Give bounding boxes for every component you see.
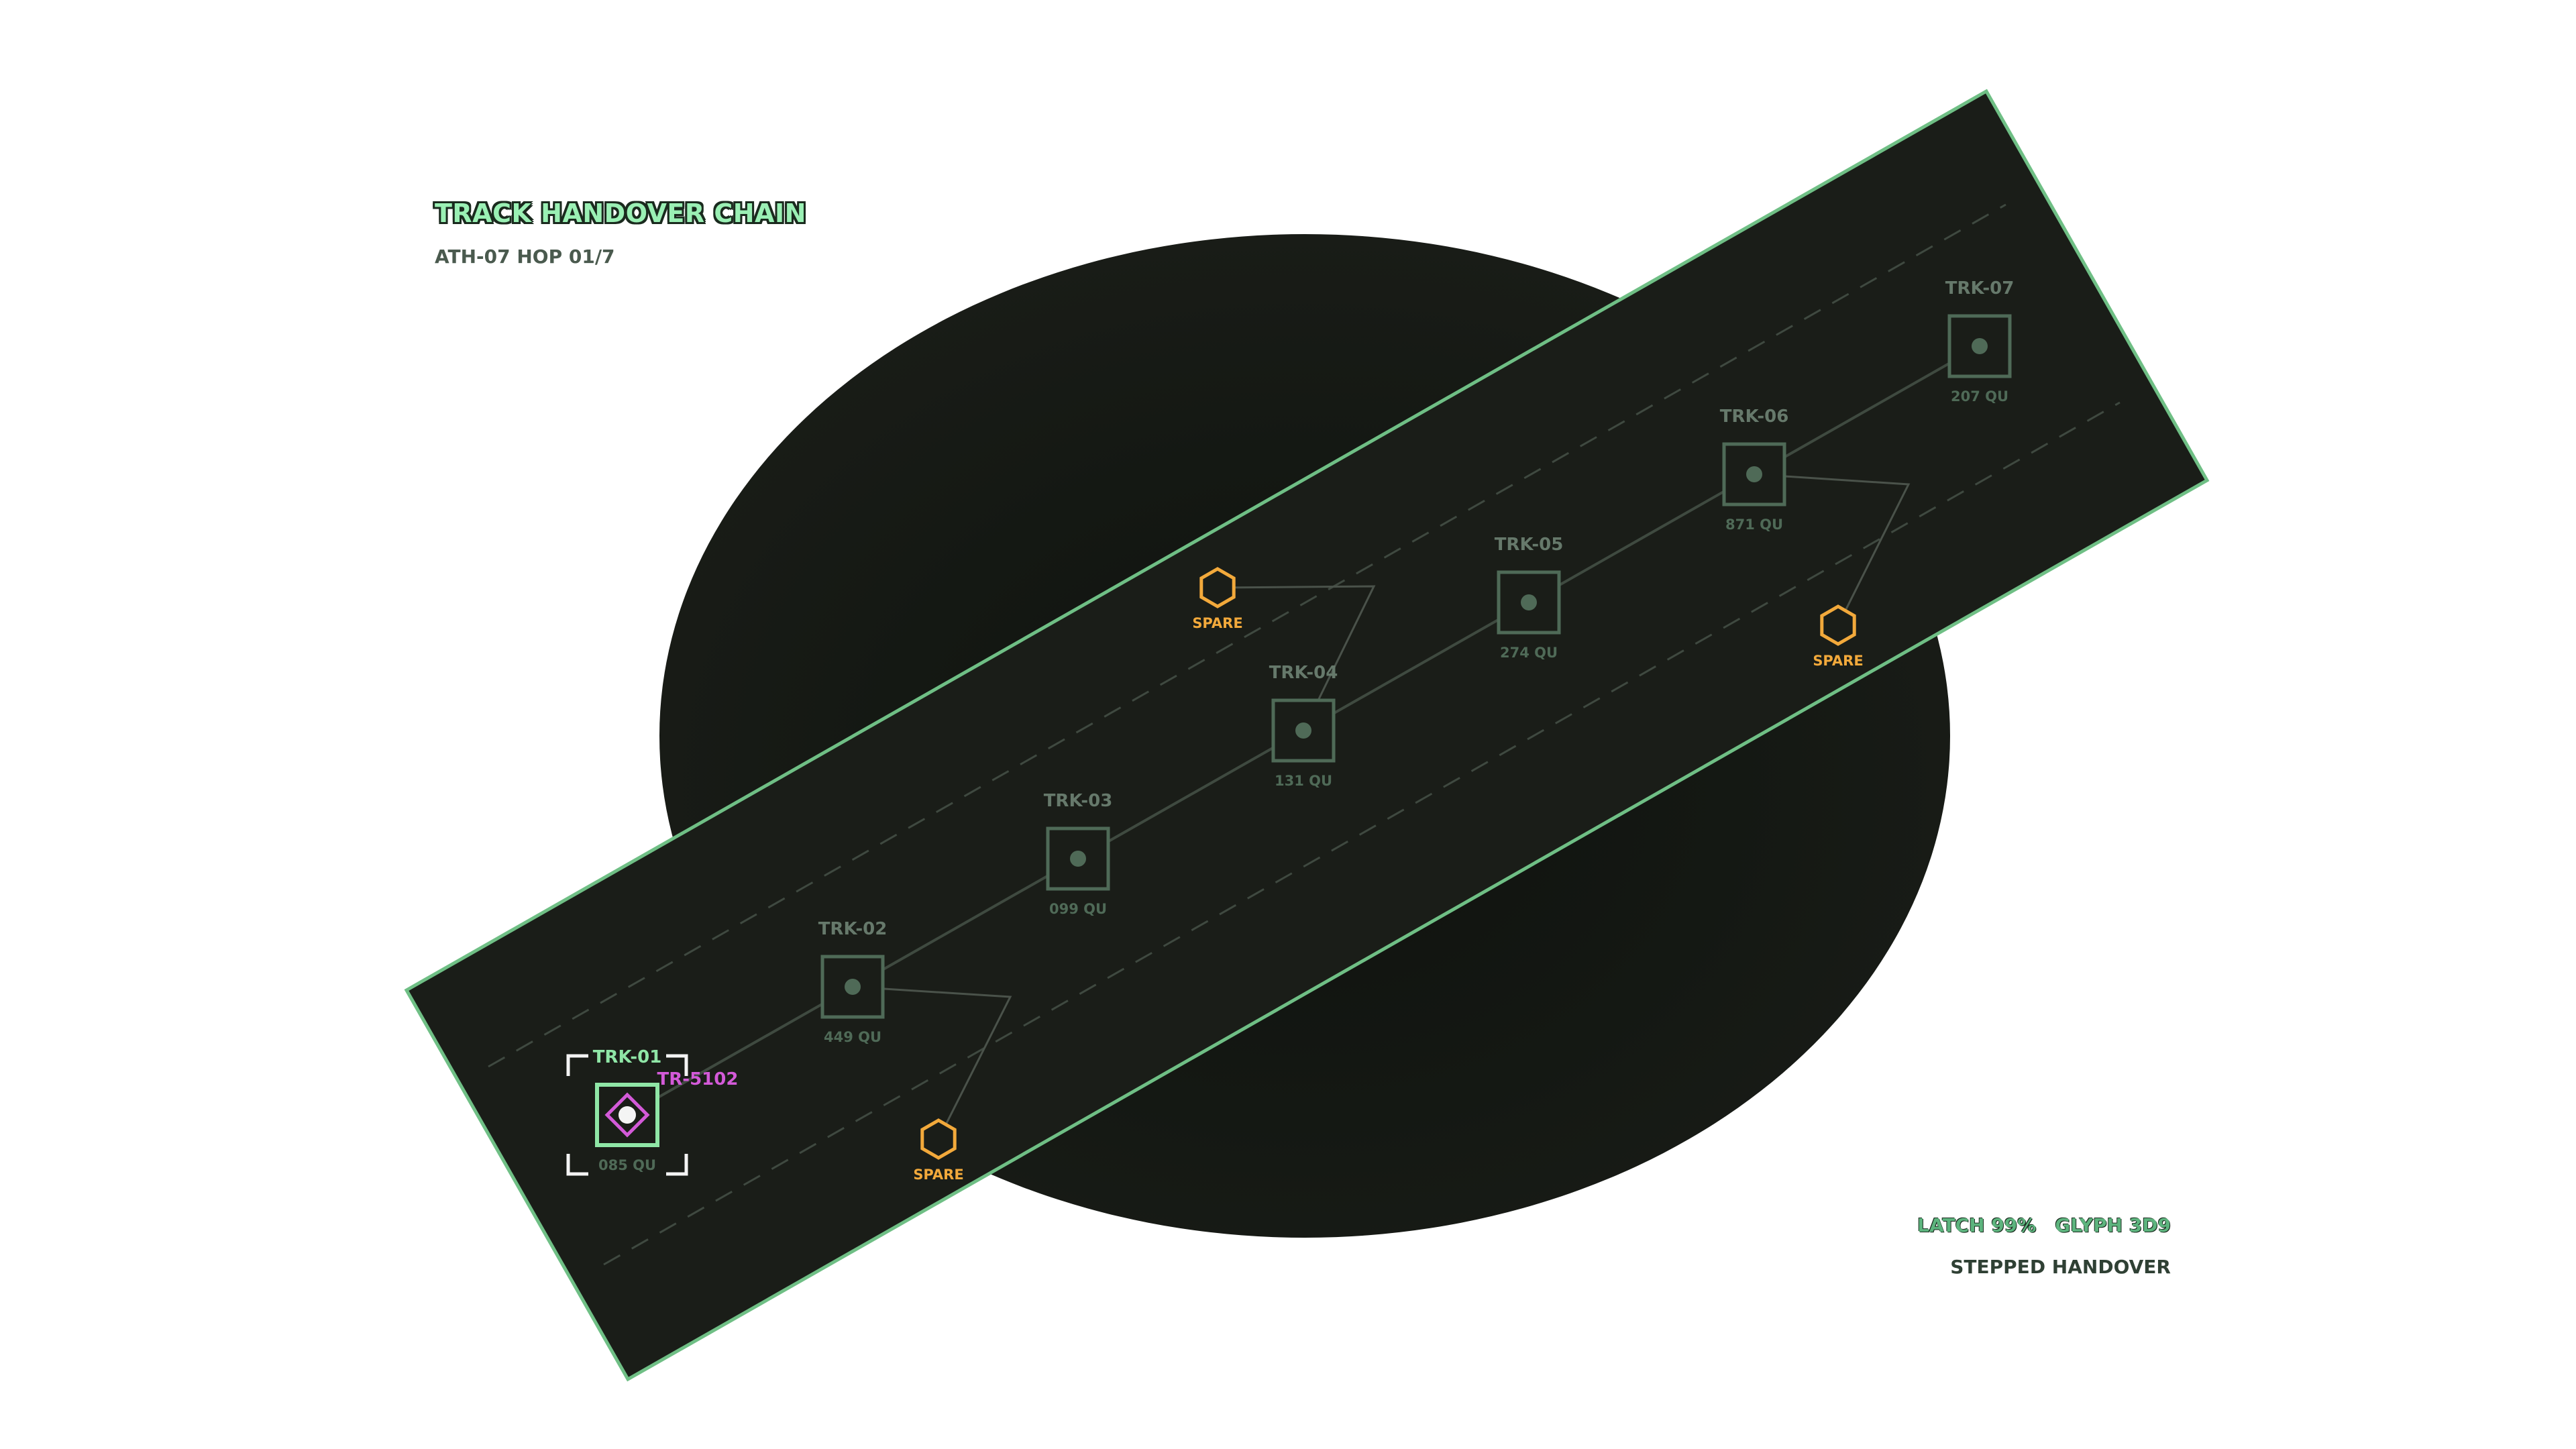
node-dot xyxy=(1972,338,1988,354)
node-quantity: 871 QU xyxy=(1725,517,1783,533)
node-label: TRK-05 xyxy=(1495,535,1564,555)
band-guide-lower xyxy=(603,401,2121,1266)
node-quantity: 085 QU xyxy=(598,1157,656,1173)
mode-readout: STEPPED HANDOVER xyxy=(1950,1256,2171,1278)
node-quantity: 131 QU xyxy=(1275,773,1332,789)
spare-hex-icon xyxy=(920,1118,957,1160)
node-dot xyxy=(1521,594,1537,610)
chain-link xyxy=(852,857,1079,988)
spare-nodes: SPARE SPARE SPARE xyxy=(913,567,1864,1183)
chain-links xyxy=(627,345,1980,1116)
chain-link xyxy=(1528,473,1755,604)
node-label: TRK-03 xyxy=(1044,791,1113,811)
band-guide-upper xyxy=(488,203,2006,1068)
spare-hex-icon xyxy=(1820,604,1856,646)
node-label: TRK-07 xyxy=(1945,278,2015,299)
spare-hex-icon xyxy=(1199,567,1236,608)
target-diamond-icon xyxy=(604,1092,650,1138)
node-quantity: 207 QU xyxy=(1951,388,2008,405)
track-node-trk-01[interactable]: TRK-01 085 QU xyxy=(593,1047,662,1173)
node-quantity: 099 QU xyxy=(1049,901,1107,917)
latch-readout: LATCH 99% xyxy=(1917,1214,2037,1236)
node-quantity: 274 QU xyxy=(1500,645,1558,661)
node-dot xyxy=(845,979,861,995)
node-label: TRK-02 xyxy=(818,919,888,939)
spare-links xyxy=(852,473,1911,1140)
node-label: TRK-01 xyxy=(593,1047,662,1067)
chain-link xyxy=(1077,729,1304,860)
node-label: TRK-04 xyxy=(1269,663,1338,683)
hop-indicator: ATH-07 HOP 01/7 xyxy=(435,246,615,268)
spare-label: SPARE xyxy=(913,1167,963,1183)
chain-link xyxy=(1754,345,1980,476)
spare-link xyxy=(852,985,1012,1140)
spare-node[interactable]: SPARE xyxy=(1813,604,1864,669)
active-overlay: TR-5102 xyxy=(566,1054,739,1176)
spare-label: SPARE xyxy=(1192,615,1242,631)
node-frame xyxy=(1271,698,1336,763)
track-node-trk-06[interactable]: TRK-06 871 QU xyxy=(1720,407,1789,533)
target-dot xyxy=(619,1106,636,1124)
spare-link xyxy=(1217,585,1376,731)
node-quantity: 449 QU xyxy=(824,1029,881,1045)
track-node-trk-02[interactable]: TRK-02 449 QU xyxy=(818,919,888,1045)
spare-label: SPARE xyxy=(1813,653,1863,669)
track-node-trk-03[interactable]: TRK-03 099 QU xyxy=(1044,791,1113,917)
node-dot xyxy=(1295,722,1311,739)
chain-link xyxy=(1303,601,1529,732)
page-title: TRACK HANDOVER CHAIN xyxy=(435,199,806,228)
node-label: TRK-06 xyxy=(1720,407,1789,427)
spare-link xyxy=(1754,473,1911,626)
node-dot xyxy=(1746,466,1762,482)
track-node-trk-07[interactable]: TRK-07 207 QU xyxy=(1945,278,2015,405)
track-node-trk-04[interactable]: TRK-04 131 QU xyxy=(1269,663,1338,789)
node-dot xyxy=(1070,851,1086,867)
spare-node[interactable]: SPARE xyxy=(913,1118,964,1183)
glyph-readout: GLYPH 3D9 xyxy=(2055,1214,2171,1236)
target-label: TR-5102 xyxy=(657,1069,739,1089)
track-node-trk-05[interactable]: TRK-05 274 QU xyxy=(1495,535,1564,661)
selection-brackets xyxy=(566,1054,688,1176)
chain-link xyxy=(627,985,853,1116)
spare-node[interactable]: SPARE xyxy=(1192,567,1243,631)
status-readout: LATCH 99% GLYPH 3D9 xyxy=(1917,1214,2171,1236)
